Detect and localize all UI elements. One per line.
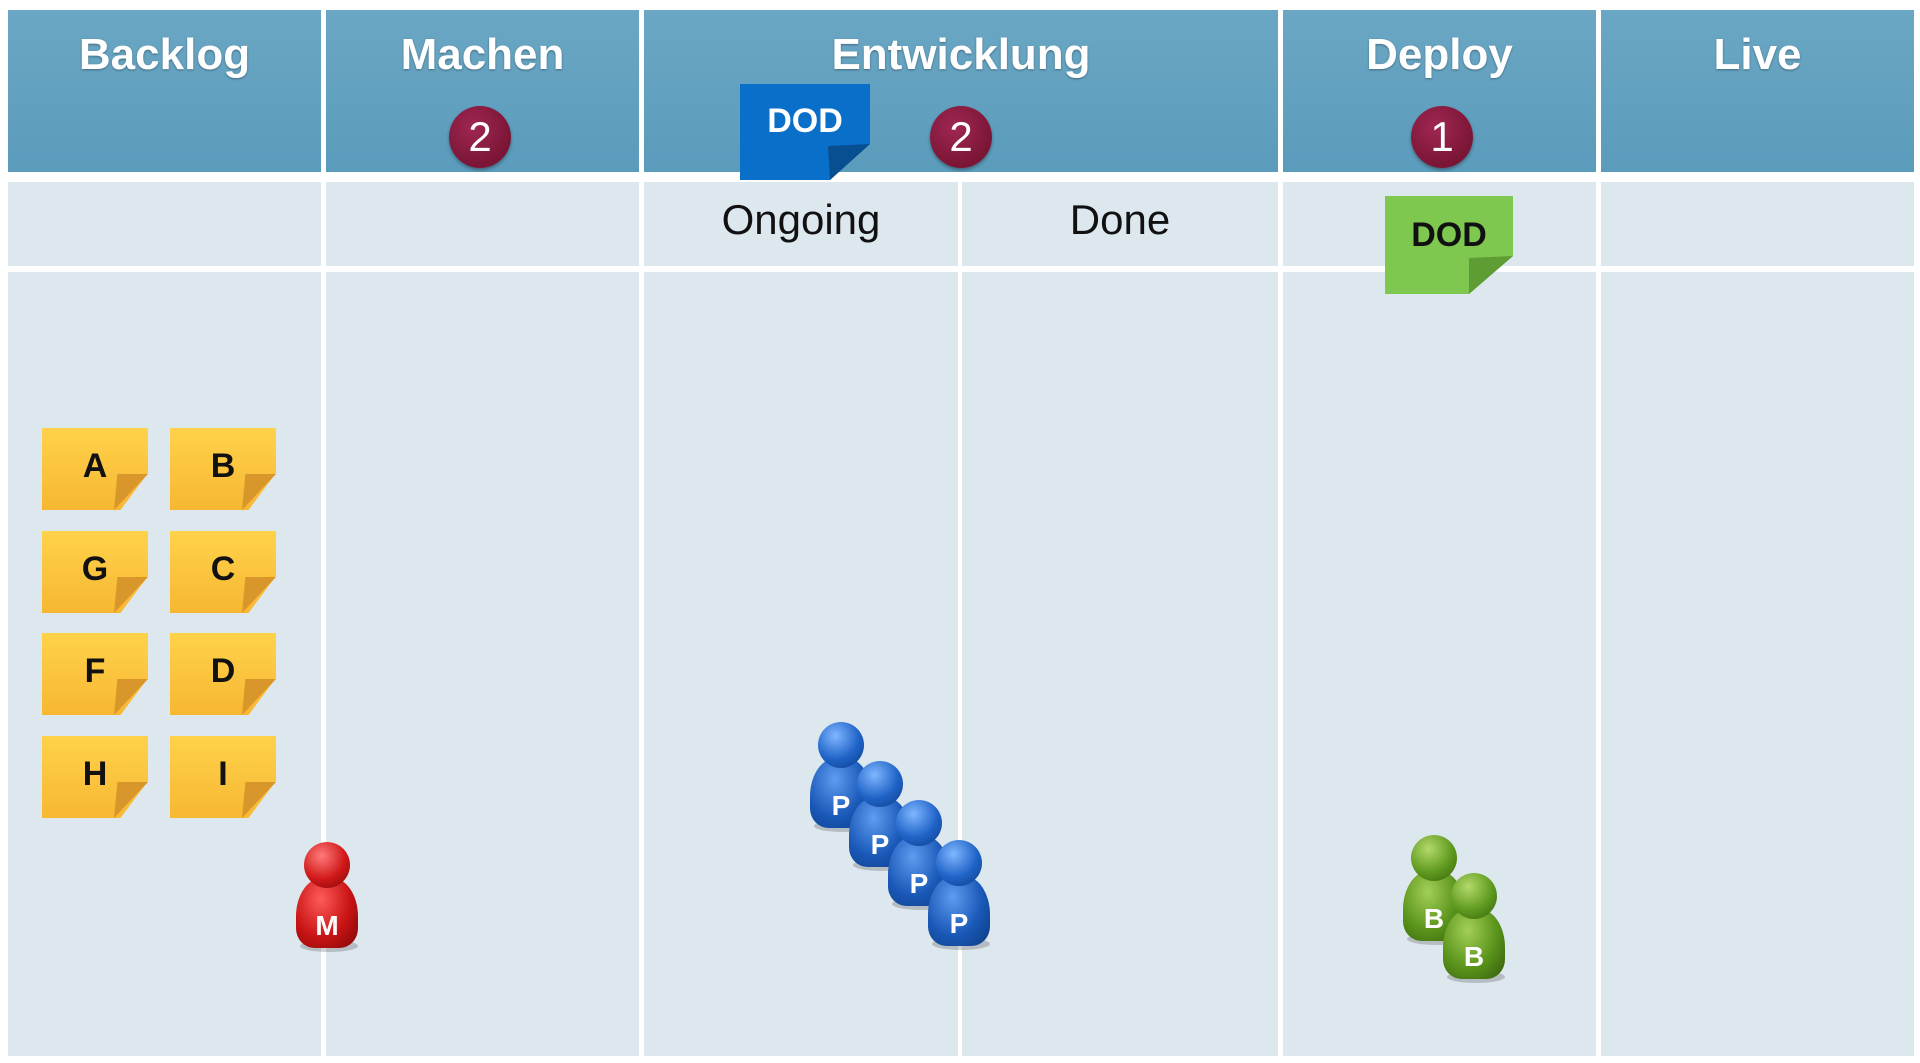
subcolumn-label: Ongoing xyxy=(721,196,881,243)
backlog-card-h[interactable]: H xyxy=(42,736,148,818)
column-header-backlog: Backlog xyxy=(8,10,321,172)
pawn-label: P xyxy=(928,876,990,946)
lane-ongoing xyxy=(644,272,958,1056)
dod-tag-development: DOD xyxy=(740,84,870,180)
subheader-backlog xyxy=(8,182,321,266)
wip-limit-badge: 2 xyxy=(449,106,511,168)
subheader-done: Done xyxy=(962,182,1278,266)
pawn-head xyxy=(1411,835,1457,881)
column-title: Entwicklung xyxy=(831,30,1091,79)
backlog-card-d[interactable]: D xyxy=(170,633,276,715)
column-title: Machen xyxy=(400,30,565,79)
column-header-machen: Machen 2 xyxy=(326,10,639,172)
backlog-card-a[interactable]: A xyxy=(42,428,148,510)
backlog-card-i[interactable]: I xyxy=(170,736,276,818)
column-title: Live xyxy=(1713,30,1802,79)
column-header-deploy: Deploy 1 xyxy=(1283,10,1596,172)
subcolumn-label: Done xyxy=(1069,196,1171,243)
backlog-card-b[interactable]: B xyxy=(170,428,276,510)
dod-tag-deploy: DOD xyxy=(1385,196,1513,294)
backlog-card-c[interactable]: C xyxy=(170,531,276,613)
pawn-label: B xyxy=(1443,909,1505,979)
pawn-head xyxy=(304,842,350,888)
column-header-live: Live xyxy=(1601,10,1914,172)
marketing-pawn[interactable]: M xyxy=(296,842,358,952)
pawn-head xyxy=(1451,873,1497,919)
lane-live xyxy=(1601,272,1914,1056)
pawn-head xyxy=(936,840,982,886)
pawn-head xyxy=(896,800,942,846)
backlog-card-g[interactable]: G xyxy=(42,531,148,613)
business-pawn[interactable]: B xyxy=(1443,873,1505,983)
subheader-ongoing: Ongoing xyxy=(644,182,958,266)
dod-tag-shape xyxy=(1385,196,1513,294)
wip-limit-badge: 1 xyxy=(1411,106,1473,168)
wip-limit-badge: 2 xyxy=(930,106,992,168)
pawn-head xyxy=(818,722,864,768)
pawn-head xyxy=(857,761,903,807)
dod-tag-label: DOD xyxy=(1411,216,1487,254)
column-title: Backlog xyxy=(78,30,251,79)
lane-done xyxy=(962,272,1278,1056)
dod-tag-shape xyxy=(740,84,870,180)
subheader-machen xyxy=(326,182,639,266)
lane-machen xyxy=(326,272,639,1056)
pawn-label: M xyxy=(296,878,358,948)
dod-tag-label: DOD xyxy=(767,102,843,140)
backlog-card-f[interactable]: F xyxy=(42,633,148,715)
developer-pawn[interactable]: P xyxy=(928,840,990,950)
column-title: Deploy xyxy=(1366,30,1513,79)
subheader-live xyxy=(1601,182,1914,266)
